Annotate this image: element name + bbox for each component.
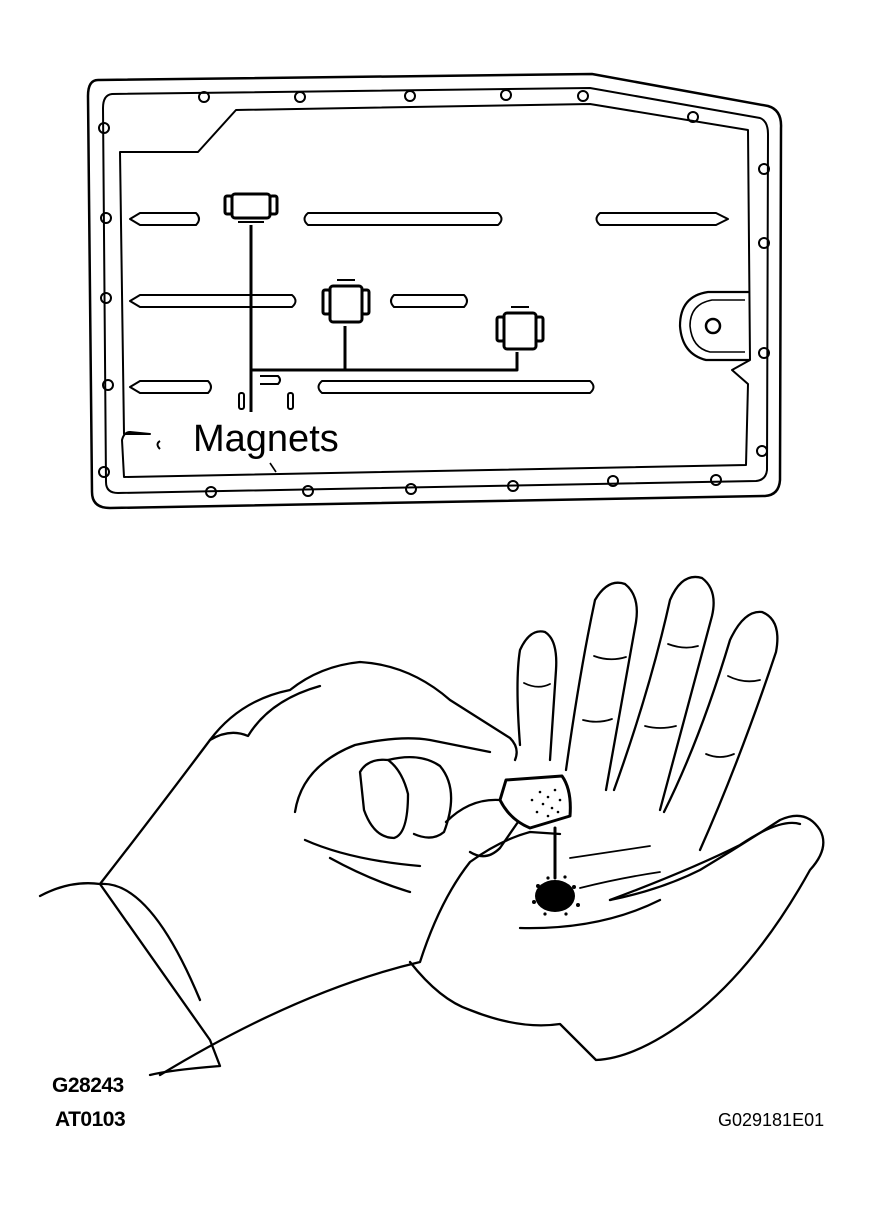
oil-pan (86, 72, 783, 510)
magnet-in-pan (495, 306, 545, 351)
magnets-callout-label: Magnets (193, 418, 339, 460)
finger-creases (523, 643, 761, 889)
rib (595, 212, 729, 226)
hands (38, 575, 825, 1077)
small-slot (287, 392, 294, 410)
magnet-in-pan (321, 279, 371, 324)
upper-finger (386, 755, 453, 839)
bolt-hole (758, 163, 770, 175)
rib (260, 375, 281, 385)
upper-finger (293, 737, 492, 814)
hand-lower-outline (408, 814, 825, 1062)
label-leader-tick (269, 462, 277, 473)
sleeve-left (38, 882, 222, 1077)
rib (129, 212, 200, 226)
bolt-hole (507, 480, 519, 492)
rib (317, 380, 595, 394)
figure-code-3: G029181E01 (718, 1110, 825, 1130)
small-slot (238, 392, 245, 410)
bolt-hole (500, 89, 512, 101)
bolt-hole (577, 90, 589, 102)
metal-particles (532, 875, 580, 916)
figure-code-1: G28243 (52, 1074, 124, 1097)
bolt-hole (756, 445, 768, 457)
rib (390, 294, 468, 308)
pan-inner-flange (102, 87, 769, 494)
pan-outer-flange (86, 72, 783, 510)
bolt-hole (404, 90, 416, 102)
bolt-hole (302, 485, 314, 497)
bolt-hole (100, 292, 112, 304)
magnet-leaders (249, 225, 519, 412)
magnet-in-pan (223, 192, 279, 223)
bolt-hole (294, 91, 306, 103)
lower-finger (564, 581, 638, 792)
rib (303, 212, 503, 226)
hand-upper (98, 660, 518, 886)
bolt-hole (405, 483, 417, 495)
upper-finger (358, 758, 410, 840)
lower-finger (612, 575, 715, 812)
bolt-hole (102, 379, 114, 391)
rib (129, 380, 212, 394)
figure-code-2: AT0103 (55, 1108, 126, 1131)
lower-finger (516, 630, 558, 762)
bolt-hole (758, 347, 770, 359)
bolt-hole (687, 111, 699, 123)
bolt-hole (710, 474, 722, 486)
bolt-hole (205, 486, 217, 498)
bolt-hole (98, 466, 110, 478)
rib (129, 294, 297, 308)
magnet-held (498, 774, 580, 916)
bolt-holes (98, 89, 770, 498)
bolt-hole (98, 122, 110, 134)
bolt-hole (100, 212, 112, 224)
pan-floor-outline (119, 103, 751, 478)
pan-ribs (129, 212, 729, 450)
bolt-hole (198, 91, 210, 103)
lower-thumb (608, 821, 802, 902)
bolt-hole (607, 475, 619, 487)
lower-finger (662, 610, 779, 852)
hand-lower-palm (158, 830, 562, 1077)
drain-plug-hole (704, 317, 722, 335)
pan-drain-boss (678, 290, 750, 362)
bolt-hole (758, 237, 770, 249)
